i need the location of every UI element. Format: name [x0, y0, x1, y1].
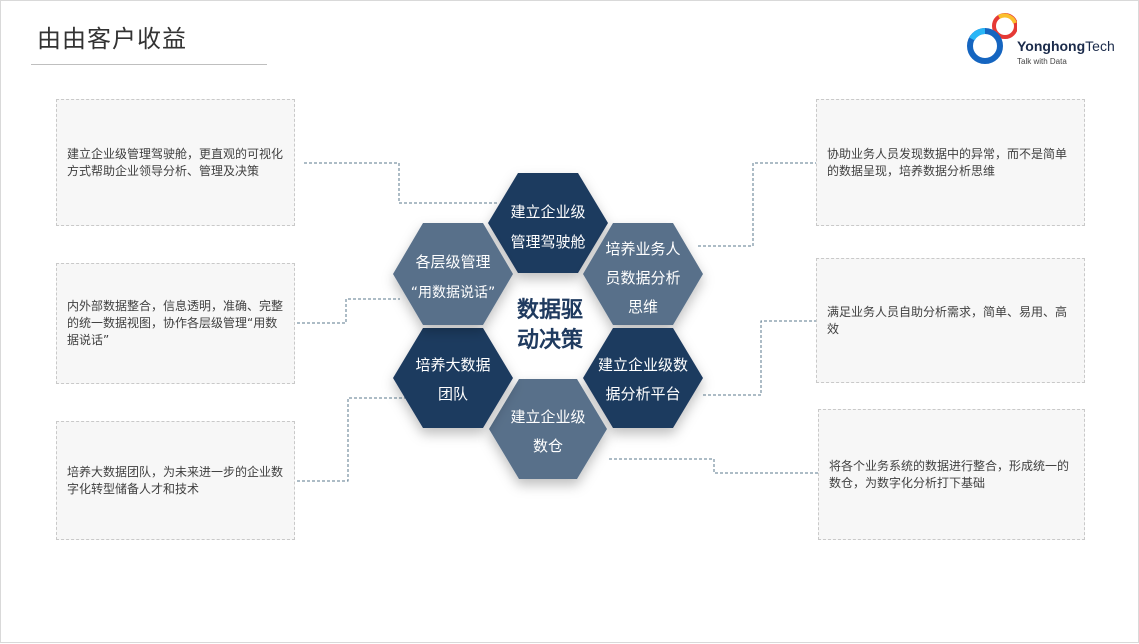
yonghong-logo-icon: [967, 13, 1018, 64]
center-line1: 数据驱: [517, 297, 583, 323]
hex-analysis-thinking-line3: 思维: [628, 298, 658, 316]
connector-right-mid: [703, 320, 816, 396]
hex-cockpit-line2: 管理驾驶舱: [510, 233, 585, 251]
box-right-bottom-text: 将各个业务系统的数据进行整合，形成统一的数仓，为数字化分析打下基础: [829, 458, 1070, 490]
connector-left-top: [304, 162, 497, 204]
box-right-bottom: 将各个业务系统的数据进行整合，形成统一的数仓，为数字化分析打下基础: [818, 409, 1085, 540]
hex-cockpit-line1: 建立企业级: [510, 203, 585, 221]
hex-data-speak: 各层级管理 “用数据说话”: [393, 223, 513, 325]
connector-left-bottom: [297, 397, 406, 482]
hex-data-speak-line1: 各层级管理: [415, 253, 490, 271]
box-left-top: 建立企业级管理驾驶舱，更直观的可视化方式帮助企业领导分析、管理及决策: [56, 99, 295, 226]
logo-tagline: Talk with Data: [1017, 57, 1067, 66]
hex-platform-line1: 建立企业级数: [598, 356, 688, 374]
center-line2: 动决策: [517, 327, 584, 353]
box-right-mid: 满足业务人员自助分析需求，简单、易用、高效: [816, 258, 1085, 383]
hex-analysis-thinking-line2: 员数据分析: [605, 269, 680, 287]
hex-analysis-thinking-line1: 培养业务人: [605, 240, 680, 258]
connector-right-top: [698, 162, 816, 247]
hex-team: 培养大数据 团队: [393, 328, 513, 428]
hex-data-speak-line2: “用数据说话”: [411, 285, 496, 301]
hex-team-line1: 培养大数据: [415, 356, 490, 374]
hex-analysis-thinking: 培养业务人 员数据分析 思维: [583, 223, 703, 325]
page-title: 由由客户收益: [37, 25, 187, 53]
box-left-bottom-text: 培养大数据团队，为未来进一步的企业数字化转型储备人才和技术: [67, 464, 284, 496]
box-right-top: 协助业务人员发现数据中的异常，而不是简单的数据呈现，培养数据分析思维: [816, 99, 1085, 226]
logo-name: YonghongTech: [1017, 38, 1115, 54]
hex-team-line2: 团队: [438, 385, 468, 403]
hex-cockpit: 建立企业级 管理驾驶舱: [488, 173, 608, 273]
hex-warehouse-line2: 数仓: [533, 437, 563, 455]
title-divider: [31, 64, 267, 65]
hex-platform: 建立企业级数 据分析平台: [583, 328, 703, 428]
box-left-bottom: 培养大数据团队，为未来进一步的企业数字化转型储备人才和技术: [56, 421, 295, 540]
connector-left-mid: [297, 298, 400, 324]
box-left-mid-text: 内外部数据整合，信息透明，准确、完整的统一数据视图，协作各层级管理“用数据说话”: [67, 299, 284, 347]
box-right-mid-text: 满足业务人员自助分析需求，简单、易用、高效: [827, 304, 1068, 336]
box-left-mid: 内外部数据整合，信息透明，准确、完整的统一数据视图，协作各层级管理“用数据说话”: [56, 263, 295, 384]
hex-warehouse: 建立企业级 数仓: [489, 379, 607, 479]
hex-platform-line2: 据分析平台: [605, 385, 680, 403]
box-left-top-text: 建立企业级管理驾驶舱，更直观的可视化方式帮助企业领导分析、管理及决策: [67, 146, 284, 178]
hex-warehouse-line1: 建立企业级: [510, 408, 585, 426]
logo: YonghongTech Talk with Data: [965, 9, 1115, 71]
connector-right-bottom: [609, 458, 818, 474]
box-right-top-text: 协助业务人员发现数据中的异常，而不是简单的数据呈现，培养数据分析思维: [827, 146, 1068, 178]
